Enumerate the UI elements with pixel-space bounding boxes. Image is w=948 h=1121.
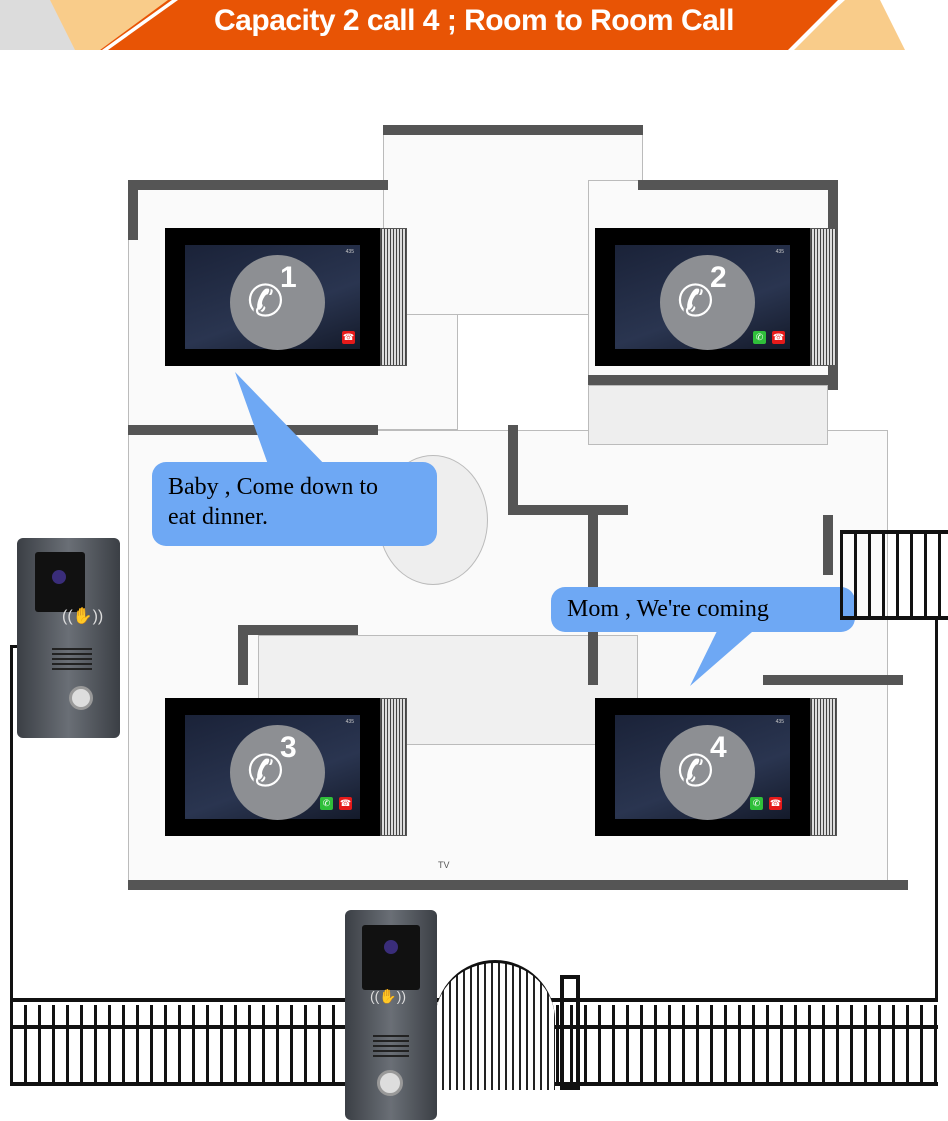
title-banner (0, 0, 905, 50)
speech-bubble-kids: Mom , We're coming (551, 587, 855, 632)
answer-button[interactable]: ✆ (320, 797, 333, 810)
camera-icon (384, 940, 398, 954)
speaker-grille (52, 648, 92, 670)
gate (435, 960, 555, 1090)
hangup-button[interactable]: ☎ (769, 797, 782, 810)
indoor-monitor-4: 435 ✆4 ✆ ☎ (595, 698, 837, 836)
rfid-icon: ((✋)) (370, 988, 407, 1004)
call-circle: ✆3 (230, 725, 325, 820)
wire (10, 645, 20, 648)
call-circle: ✆1 (230, 255, 325, 350)
speaker-grille (810, 698, 837, 836)
indoor-monitor-2: 435 ✆2 ✆ ☎ (595, 228, 837, 366)
phone-icon: ✆ (677, 277, 714, 326)
hangup-button[interactable]: ☎ (339, 797, 352, 810)
monitor-screen: 435 ✆3 ✆ ☎ (185, 715, 360, 820)
wire (935, 620, 938, 1000)
tv-label: TV (438, 860, 450, 870)
camera-panel (362, 925, 420, 990)
call-bell-button[interactable] (69, 686, 93, 710)
speaker-grille (380, 228, 407, 366)
speaker-grille (373, 1035, 409, 1057)
camera-icon (52, 570, 66, 584)
monitor-screen: 435 ✆4 ✆ ☎ (615, 715, 790, 820)
phone-icon: ✆ (247, 277, 284, 326)
call-bell-button[interactable] (377, 1070, 403, 1096)
phone-icon: ✆ (677, 747, 714, 796)
answer-button[interactable]: ✆ (750, 797, 763, 810)
call-circle: ✆4 (660, 725, 755, 820)
banner-title: Capacity 2 call 4 ; Room to Room Call (214, 4, 734, 37)
monitor-screen: 435 ✆2 ✆ ☎ (615, 245, 790, 350)
gate-post (560, 975, 580, 1090)
hangup-button[interactable]: ☎ (772, 331, 785, 344)
camera-panel (35, 552, 85, 612)
side-fence (840, 530, 948, 620)
outdoor-door-station-left: ((✋)) (17, 538, 120, 738)
rfid-icon: ((✋)) (62, 608, 104, 625)
wire (10, 645, 13, 1005)
indoor-monitor-3: 435 ✆3 ✆ ☎ (165, 698, 407, 836)
outdoor-door-station-front: ((✋)) (345, 910, 437, 1120)
indoor-monitor-1: 435 ✆1 ☎ (165, 228, 407, 366)
call-circle: ✆2 (660, 255, 755, 350)
phone-icon: ✆ (247, 747, 284, 796)
speaker-grille (380, 698, 407, 836)
speaker-grille (810, 228, 837, 366)
speech-bubble-mom: Baby , Come down to eat dinner. (152, 462, 437, 546)
hangup-button[interactable]: ☎ (342, 331, 355, 344)
answer-button[interactable]: ✆ (753, 331, 766, 344)
monitor-screen: 435 ✆1 ☎ (185, 245, 360, 350)
